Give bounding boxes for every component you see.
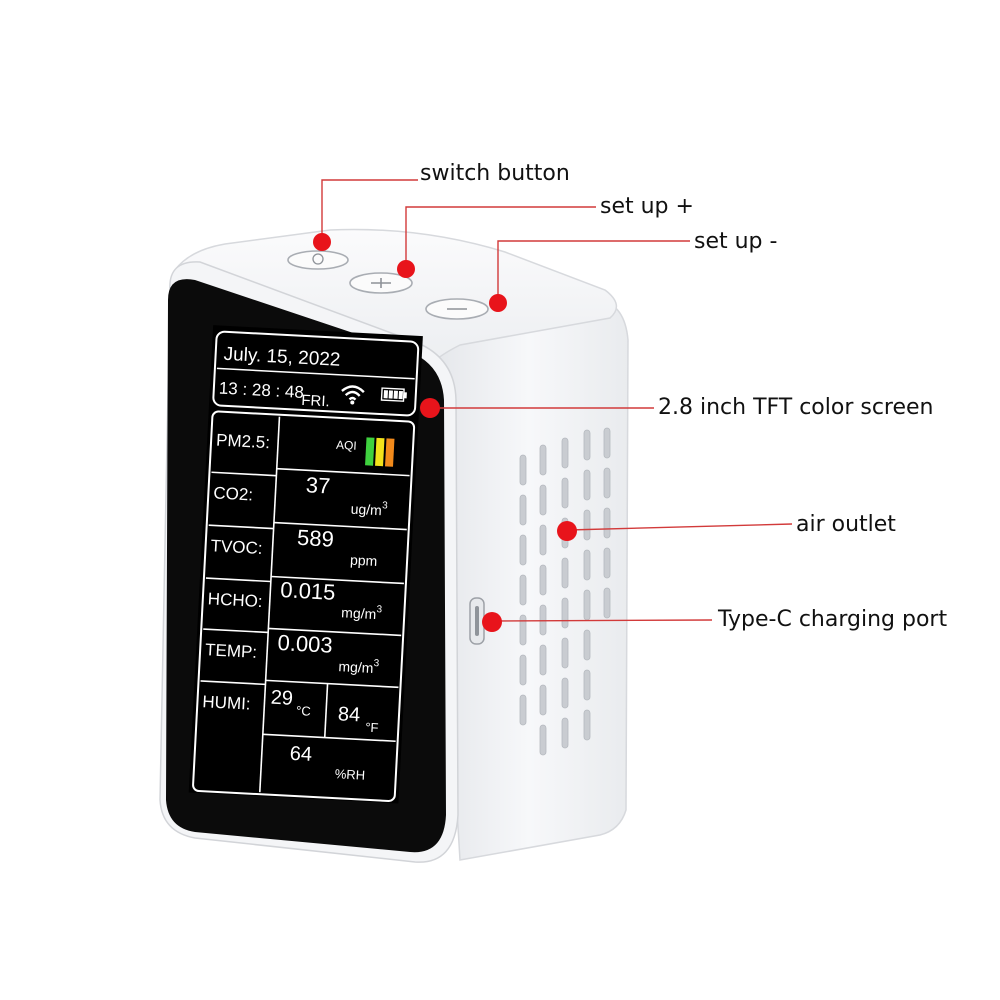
vent-slot	[561, 597, 569, 629]
vent-slot	[561, 477, 569, 509]
vent-slot	[603, 467, 611, 499]
callout-dot-minus	[489, 294, 507, 312]
callout-dots	[313, 233, 577, 632]
screen-data-frame	[192, 410, 416, 802]
value-temp-f: 84	[337, 703, 360, 726]
vent-slot	[583, 629, 591, 661]
callout-line-plus	[405, 206, 596, 267]
callout-line-port	[491, 619, 713, 622]
vent-slot	[561, 637, 569, 669]
callout-set-up-plus: set up +	[600, 194, 694, 219]
unit-co2: ppm	[350, 552, 378, 569]
vent-slot	[519, 494, 527, 526]
vent-slot	[603, 427, 611, 459]
value-co2: 589	[297, 525, 335, 552]
battery-icon	[380, 387, 407, 402]
callout-switch-button: switch button	[420, 161, 570, 186]
device-side-panel	[429, 299, 629, 861]
label-co2: CO2:	[213, 483, 254, 504]
label-temp: TEMP:	[205, 640, 258, 662]
vent-slot	[583, 709, 591, 741]
plus-button[interactable]	[349, 272, 413, 294]
unit-tvoc: mg/m3	[341, 602, 383, 622]
vent-slot	[519, 454, 527, 486]
callout-line-outlet	[567, 523, 793, 531]
screen-weekday: FRI.	[301, 392, 330, 410]
vent-slot	[561, 557, 569, 589]
unit-temp-f: °F	[365, 720, 379, 736]
callout-air-outlet: air outlet	[796, 512, 896, 537]
unit-temp-c: °C	[296, 703, 311, 719]
vent-slot	[583, 509, 591, 541]
unit-pm25: ug/m3	[350, 499, 388, 519]
wifi-icon	[341, 385, 365, 405]
unit-humi: %RH	[334, 766, 365, 783]
vent-slot	[519, 534, 527, 566]
aqi-label: AQI	[336, 438, 357, 453]
callout-type-c-port: Type-C charging port	[718, 607, 948, 632]
vent-slot	[539, 724, 547, 756]
vent-slot	[583, 429, 591, 461]
vent-slot	[539, 524, 547, 556]
type-c-port	[469, 597, 485, 645]
value-tvoc: 0.015	[280, 577, 336, 605]
plus-icon	[371, 278, 391, 288]
vent-slot	[583, 589, 591, 621]
power-button[interactable]	[287, 250, 349, 270]
unit-hcho: mg/m3	[338, 656, 380, 676]
vent-slot	[519, 614, 527, 646]
callout-line-switch	[321, 179, 418, 240]
value-pm25: 37	[305, 472, 331, 498]
vent-slot	[539, 684, 547, 716]
power-icon	[312, 253, 324, 265]
callout-dot-screen	[420, 398, 440, 418]
vent-slot	[603, 587, 611, 619]
vent-slot	[519, 694, 527, 726]
vent-slot	[519, 574, 527, 606]
minus-button[interactable]	[425, 298, 489, 320]
vent-slot	[561, 677, 569, 709]
label-tvoc: TVOC:	[210, 536, 263, 558]
vent-slot	[583, 669, 591, 701]
callout-lines	[321, 179, 793, 622]
callout-line-minus	[497, 240, 690, 302]
callout-dot-switch	[313, 233, 331, 251]
vent-slot	[539, 484, 547, 516]
screen-header-frame	[212, 330, 420, 417]
callout-dot-port	[482, 612, 502, 632]
display-screen: July. 15, 2022 13 : 28 : 48 FRI.	[188, 325, 423, 804]
aqi-bar-yellow	[375, 437, 385, 467]
vent-slot	[539, 564, 547, 596]
device-top-panel	[173, 228, 618, 366]
vent-slot	[583, 469, 591, 501]
callout-dot-outlet	[557, 521, 577, 541]
aqi-indicator	[365, 437, 395, 467]
callout-screen: 2.8 inch TFT color screen	[658, 395, 934, 420]
vent-slot	[561, 437, 569, 469]
label-hcho: HCHO:	[207, 589, 263, 611]
vent-slot	[539, 644, 547, 676]
top-buttons	[287, 250, 489, 320]
callout-dot-plus	[397, 260, 415, 278]
vent-slot	[539, 604, 547, 636]
value-hcho: 0.003	[277, 630, 333, 658]
callout-set-up-minus: set up -	[694, 229, 778, 254]
vent-slot	[519, 654, 527, 686]
value-temp-c: 29	[270, 687, 293, 710]
vent-slot	[583, 549, 591, 581]
vent-slot	[603, 507, 611, 539]
vent-slot	[603, 547, 611, 579]
vent-slot	[561, 717, 569, 749]
value-humi: 64	[289, 743, 312, 766]
aqi-bar-green	[365, 437, 375, 466]
vent-slot	[539, 444, 547, 476]
aqi-bar-orange	[385, 438, 395, 467]
screen-time: 13 : 28 : 48	[218, 379, 304, 402]
label-pm25: PM2.5:	[216, 430, 271, 452]
label-humi: HUMI:	[202, 692, 251, 713]
